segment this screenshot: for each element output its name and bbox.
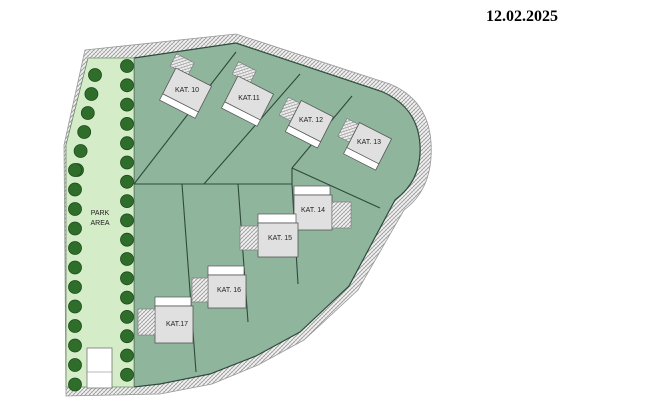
lot-17[interactable]: KAT.17 bbox=[137, 296, 194, 344]
lot-15-label: KAT. 15 bbox=[268, 235, 292, 242]
tree-left-upper-3 bbox=[77, 125, 92, 139]
tree-right-7 bbox=[120, 194, 134, 209]
lot-17-label: KAT.17 bbox=[166, 321, 188, 328]
tree-right-6 bbox=[120, 174, 134, 189]
lot-16-label: KAT. 16 bbox=[217, 287, 241, 294]
tree-left-lower-5 bbox=[68, 260, 82, 275]
tree-left-lower-11 bbox=[68, 377, 82, 392]
tree-right-16 bbox=[120, 367, 134, 382]
lot-13-deck bbox=[343, 147, 380, 171]
lot-13-label: KAT. 13 bbox=[357, 139, 381, 146]
lot-16-terrace bbox=[191, 277, 209, 303]
lot-15-terrace bbox=[239, 225, 259, 251]
plan-date: 12.02.2025 bbox=[486, 8, 558, 25]
lot-17-deck bbox=[154, 296, 192, 307]
lot-14-deck bbox=[293, 185, 331, 196]
tree-right-15 bbox=[120, 348, 134, 363]
lot-10[interactable]: KAT. 10 bbox=[154, 53, 217, 119]
tree-right-3 bbox=[120, 117, 134, 131]
tree-left-lower-9 bbox=[68, 338, 82, 353]
tree-right-5 bbox=[120, 155, 134, 170]
lot-15-house bbox=[257, 222, 299, 258]
tree-left-upper-2 bbox=[80, 106, 95, 120]
boundary-13-14 bbox=[291, 167, 381, 209]
tree-left-lower-6 bbox=[68, 280, 82, 294]
tree-left-lower-1 bbox=[68, 182, 82, 197]
lot-10-deck bbox=[159, 93, 199, 119]
tree-right-1 bbox=[120, 78, 134, 93]
tree-right-2 bbox=[120, 97, 134, 112]
tree-right-12 bbox=[120, 290, 134, 305]
tree-left-lower-3 bbox=[68, 221, 82, 236]
tree-right-0 bbox=[120, 59, 134, 73]
lot-14-terrace bbox=[331, 201, 352, 229]
lot-11-deck bbox=[221, 101, 261, 127]
lot-14[interactable]: KAT. 14 bbox=[293, 185, 352, 231]
lot-14-label: KAT. 14 bbox=[301, 207, 325, 214]
tree-right-11 bbox=[120, 271, 134, 286]
parking-bay bbox=[86, 347, 113, 389]
tree-right-10 bbox=[120, 252, 134, 266]
tree-right-14 bbox=[120, 329, 134, 344]
tree-left-upper-4 bbox=[73, 144, 88, 158]
boundary-16-17 bbox=[181, 183, 197, 373]
lot-16-house bbox=[207, 274, 247, 309]
park-label: PARK AREA bbox=[90, 210, 109, 227]
lot-12-deck bbox=[284, 124, 322, 149]
lot-17-terrace bbox=[137, 308, 156, 336]
tree-right-13 bbox=[120, 309, 134, 324]
tree-left-lower-7 bbox=[68, 299, 82, 314]
lot-16[interactable]: KAT. 16 bbox=[191, 265, 247, 309]
tree-left-lower-10 bbox=[68, 358, 82, 372]
park-label-line1: PARK bbox=[91, 210, 110, 217]
boundary-11-12 bbox=[203, 73, 301, 185]
lot-13[interactable]: KAT. 13 bbox=[332, 117, 393, 171]
tree-left-upper-0 bbox=[88, 68, 102, 82]
tree-rows bbox=[68, 59, 134, 392]
lot-17-house bbox=[154, 305, 194, 344]
tree-left-lower-0 bbox=[68, 163, 82, 177]
tree-right-8 bbox=[120, 213, 134, 228]
lot-11-label: KAT.11 bbox=[238, 95, 260, 102]
tree-left-lower-4 bbox=[68, 241, 82, 255]
lot-15-deck bbox=[257, 213, 297, 224]
lot-15[interactable]: KAT. 15 bbox=[239, 213, 299, 258]
lot-16-deck bbox=[207, 265, 245, 276]
lot-10-label: KAT. 10 bbox=[175, 87, 199, 94]
tree-right-9 bbox=[120, 232, 134, 247]
tree-right-4 bbox=[120, 136, 134, 151]
lot-12[interactable]: KAT. 12 bbox=[274, 95, 334, 149]
tree-left-lower-8 bbox=[68, 319, 82, 333]
tree-left-lower-2 bbox=[68, 202, 82, 216]
boundary-10-11 bbox=[133, 51, 237, 185]
tree-left-upper-1 bbox=[84, 87, 99, 101]
lot-11[interactable]: KAT.11 bbox=[216, 61, 279, 127]
park-label-line2: AREA bbox=[90, 220, 109, 227]
lot-12-label: KAT. 12 bbox=[299, 117, 323, 124]
